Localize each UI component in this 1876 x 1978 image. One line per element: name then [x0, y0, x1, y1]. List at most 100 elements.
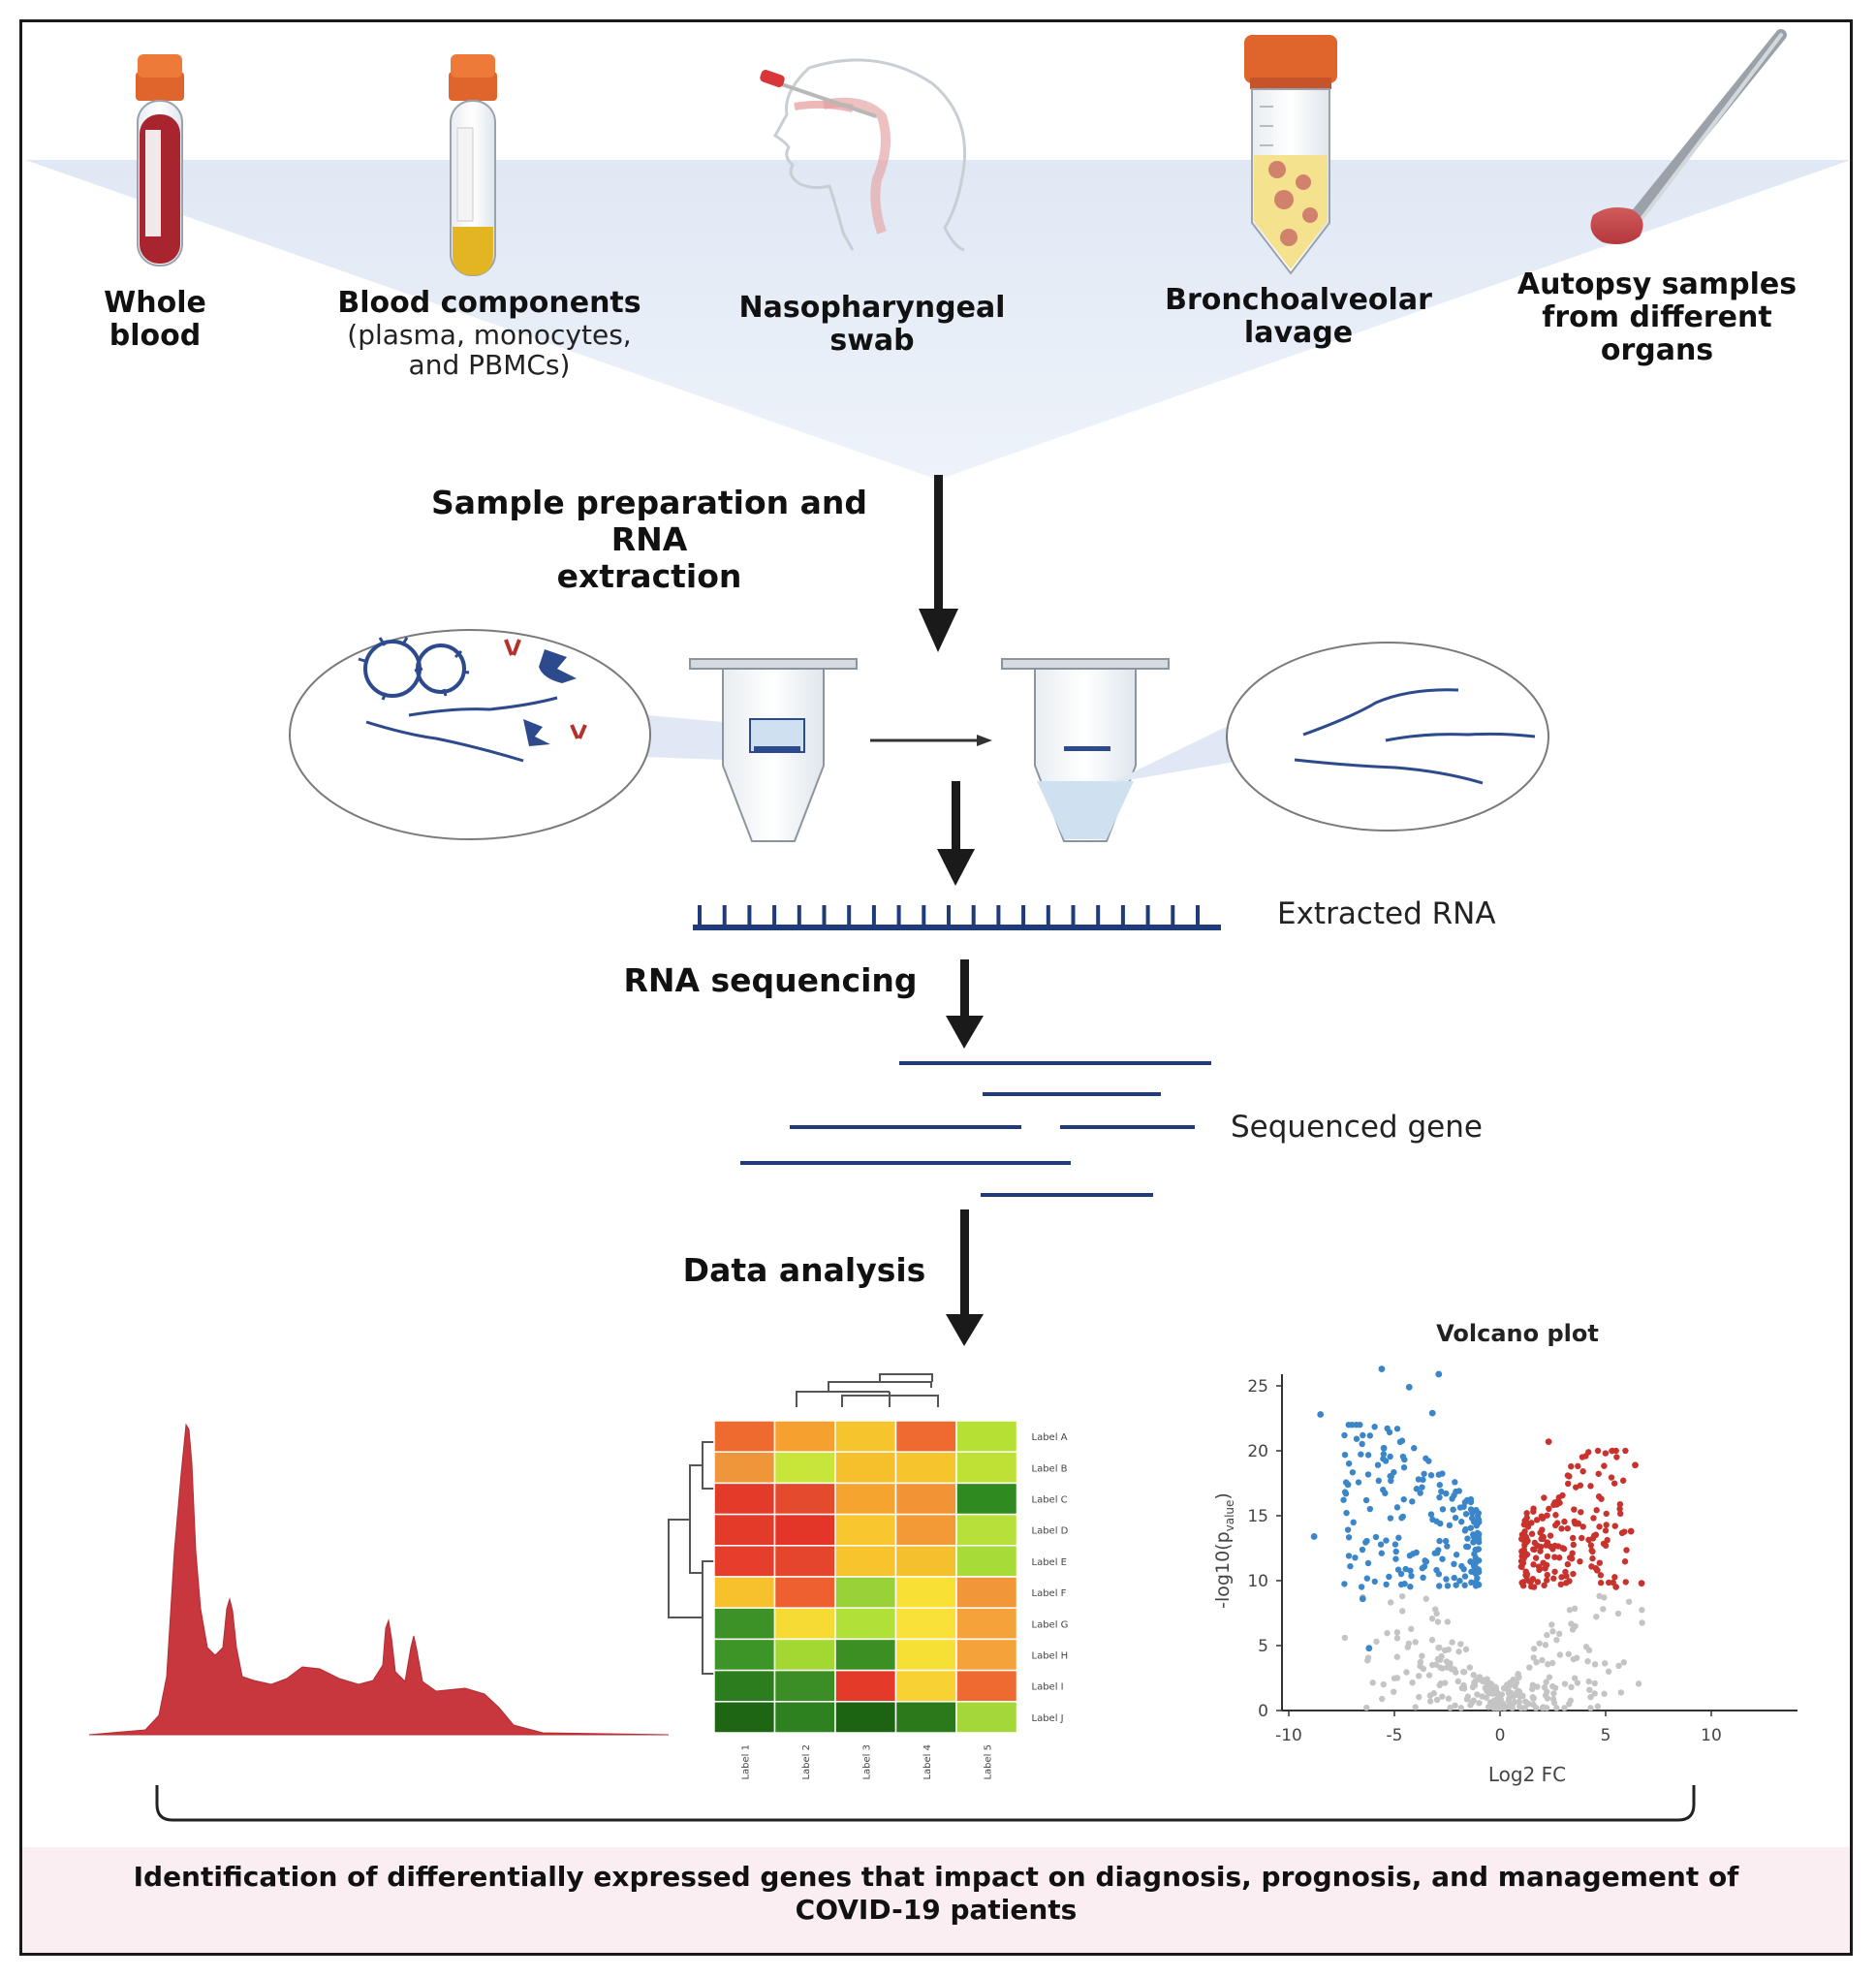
- heatmap-cell: [713, 1420, 776, 1453]
- volcano-point-down: [1401, 1456, 1408, 1463]
- volcano-point-down: [1461, 1527, 1469, 1534]
- volcano-point-up: [1523, 1538, 1530, 1546]
- heatmap-cell: [955, 1701, 1018, 1734]
- volcano-point-down: [1387, 1453, 1393, 1460]
- volcano-point-ns: [1532, 1705, 1540, 1711]
- volcano-point-ns: [1587, 1693, 1594, 1701]
- volcano-y-label: -log10(pvalue): [1212, 1492, 1236, 1609]
- volcano-point-up: [1564, 1472, 1572, 1479]
- volcano-point-ns: [1457, 1641, 1464, 1648]
- volcano-point-ns: [1566, 1607, 1574, 1614]
- volcano-point-ns: [1423, 1595, 1429, 1602]
- volcano-point-up: [1552, 1512, 1559, 1519]
- volcano-point-ns: [1469, 1699, 1476, 1706]
- volcano-point-ns: [1390, 1688, 1397, 1695]
- volcano-point-up: [1587, 1483, 1594, 1490]
- rna-base: [1021, 905, 1026, 926]
- volcano-point-up: [1551, 1568, 1558, 1575]
- volcano-point-ns: [1546, 1674, 1553, 1680]
- volcano-point-ns: [1490, 1700, 1497, 1707]
- volcano-point-ns: [1462, 1646, 1470, 1653]
- label-blood-components-sub: (plasma, monocytes, and PBMCs): [347, 319, 632, 381]
- volcano-point-ns: [1511, 1699, 1518, 1706]
- rna-base: [698, 905, 702, 926]
- volcano-point-ns: [1498, 1691, 1506, 1698]
- heatmap-cell: [894, 1451, 957, 1485]
- volcano-x-label: Log2 FC: [1488, 1763, 1566, 1786]
- volcano-point-down: [1371, 1424, 1378, 1430]
- volcano-point-down: [1391, 1541, 1399, 1548]
- volcano-point-down: [1340, 1496, 1347, 1503]
- volcano-point-ns: [1556, 1651, 1564, 1658]
- results-bracket: [155, 1785, 1696, 1822]
- heatmap-cell: [834, 1420, 897, 1453]
- volcano-y-tick-label: 5: [1258, 1637, 1268, 1656]
- volcano-point-ns: [1587, 1705, 1594, 1711]
- heatmap-cell: [955, 1576, 1018, 1609]
- volcano-point-up: [1616, 1510, 1624, 1518]
- autopsy-forceps: [1590, 29, 1787, 244]
- volcano-point-down: [1386, 1573, 1392, 1581]
- volcano-point-ns: [1508, 1689, 1515, 1696]
- volcano-point-down: [1383, 1537, 1390, 1544]
- heatmap-cell: [894, 1513, 957, 1547]
- volcano-point-down: [1407, 1584, 1414, 1590]
- volcano-point-down: [1378, 1366, 1386, 1372]
- volcano-point-up: [1622, 1447, 1629, 1455]
- volcano-point-down: [1467, 1498, 1475, 1506]
- heatmap-cell: [773, 1576, 836, 1609]
- volcano-point-up: [1523, 1551, 1531, 1558]
- volcano-point-down: [1455, 1488, 1463, 1494]
- volcano-point-up: [1530, 1584, 1538, 1590]
- volcano-point-down: [1468, 1579, 1475, 1586]
- volcano-point-ns: [1428, 1615, 1436, 1622]
- volcano-point-ns: [1561, 1680, 1569, 1687]
- volcano-point-up: [1568, 1555, 1576, 1562]
- volcano-point-down: [1360, 1431, 1366, 1439]
- heatmap-cell: [894, 1638, 957, 1672]
- volcano-point-down: [1439, 1555, 1446, 1562]
- heatmap-cell: [894, 1607, 957, 1641]
- volcano-point-down: [1344, 1481, 1352, 1489]
- volcano-x-tick-label: -10: [1275, 1726, 1302, 1745]
- volcano-point-up: [1531, 1546, 1538, 1554]
- volcano-point-up: [1559, 1545, 1566, 1552]
- volcano-point-ns: [1460, 1668, 1468, 1676]
- volcano-point-ns: [1457, 1705, 1464, 1711]
- volcano-point-down: [1456, 1504, 1464, 1511]
- volcano-point-up: [1638, 1580, 1645, 1587]
- volcano-point-up: [1593, 1507, 1600, 1514]
- volcano-point-down: [1451, 1574, 1457, 1582]
- heatmap-cell: [955, 1638, 1018, 1672]
- volcano-point-down: [1425, 1458, 1432, 1464]
- heatmap-cell: [894, 1701, 957, 1734]
- volcano-point-down: [1435, 1571, 1443, 1578]
- volcano-point-up: [1621, 1558, 1629, 1565]
- volcano-point-down: [1460, 1565, 1467, 1573]
- volcano-point-down: [1474, 1513, 1482, 1520]
- volcano-point-ns: [1426, 1692, 1434, 1699]
- volcano-point-up: [1539, 1534, 1546, 1542]
- volcano-point-down: [1366, 1432, 1374, 1439]
- volcano-point-ns: [1539, 1656, 1546, 1664]
- heatmap-cell: [834, 1451, 897, 1485]
- volcano-point-up: [1595, 1493, 1603, 1500]
- rna-base: [896, 905, 901, 926]
- volcano-point-ns: [1399, 1608, 1406, 1615]
- volcano-point-ns: [1412, 1639, 1419, 1646]
- volcano-point-up: [1550, 1575, 1557, 1582]
- rna-base: [1120, 905, 1125, 926]
- rna-base: [1145, 905, 1150, 926]
- volcano-point-down: [1457, 1519, 1465, 1525]
- volcano-x-tick-label: 0: [1495, 1726, 1506, 1745]
- volcano-y-tick-label: 10: [1247, 1572, 1268, 1591]
- volcano-point-down: [1421, 1563, 1428, 1570]
- volcano-point-ns: [1516, 1693, 1523, 1700]
- label-whole-blood: Whole blood: [104, 286, 206, 353]
- rna-base: [871, 905, 876, 926]
- volcano-point-down: [1383, 1581, 1390, 1588]
- volcano-point-up: [1594, 1447, 1602, 1455]
- heatmap-cell: [955, 1607, 1018, 1641]
- volcano-point-up: [1600, 1540, 1608, 1548]
